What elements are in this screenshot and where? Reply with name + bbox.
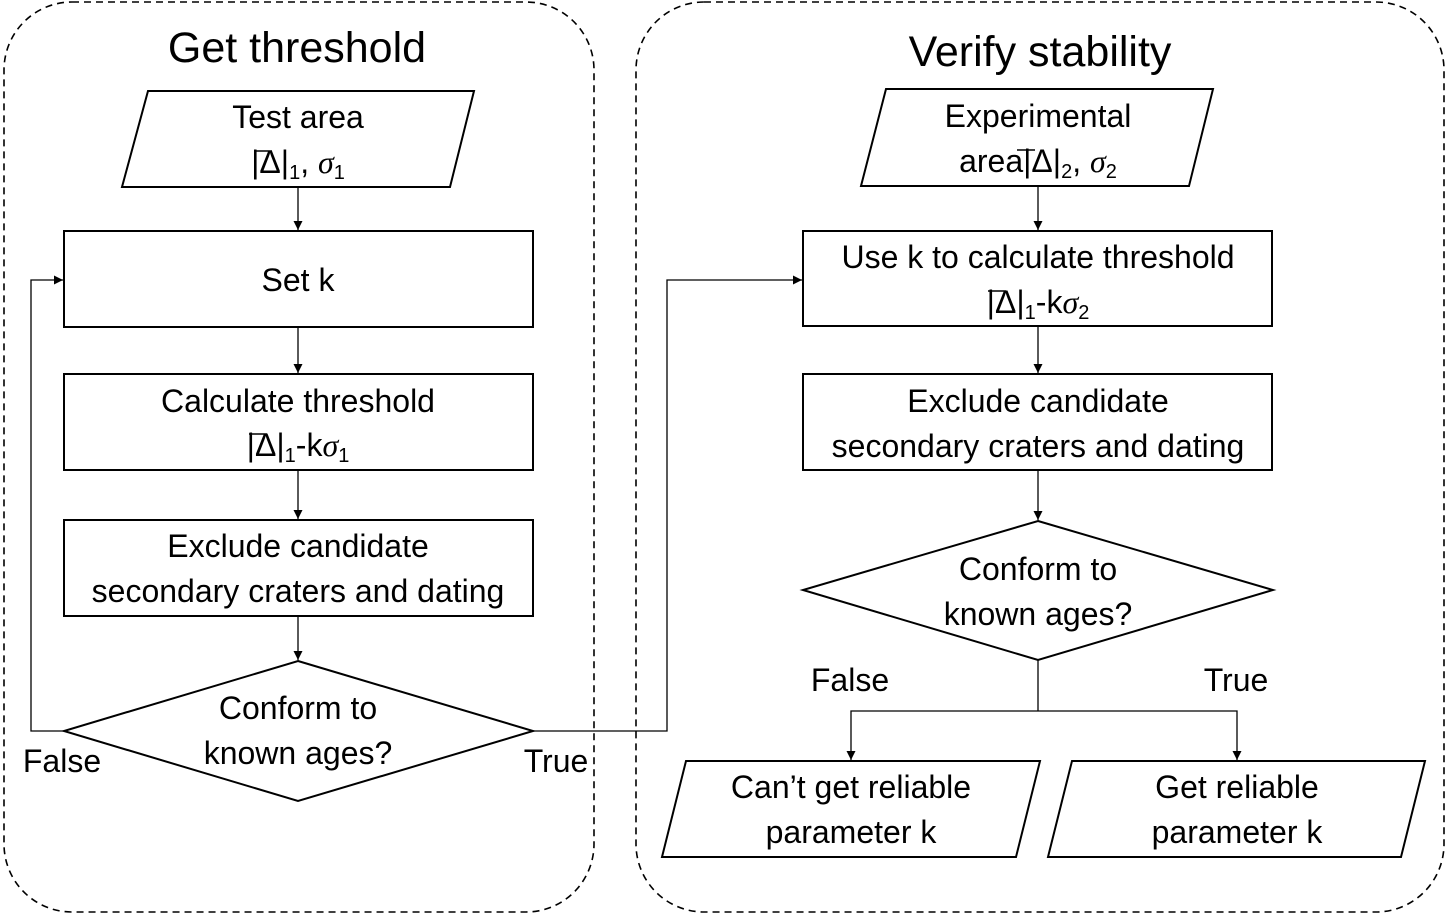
test-area-formula: |Δ|1, σ1 [251,144,345,184]
exclude-right-line1: Exclude candidate [907,383,1169,419]
exclude-left-line1: Exclude candidate [167,528,429,564]
reliable-line1: Get reliable [1155,769,1319,805]
exclude-right-line2: secondary craters and dating [832,428,1245,464]
experimental-area-input [859,88,1215,187]
experimental-area-formula: area|Δ|2, σ2 [959,143,1117,183]
decision-right-line2: known ages? [944,596,1133,632]
experimental-area-label: Experimental [945,98,1132,134]
edge-true-to-verify [533,275,802,732]
get-threshold-group [3,1,595,913]
use-k-label: Use k to calculate threshold [841,239,1234,275]
test-area-input [120,90,476,188]
reliable-line2: parameter k [1152,814,1324,850]
conform-decision-left [60,659,537,803]
reliable-output [1046,760,1427,858]
calculate-threshold-formula: |Δ|1-kσ1 [247,427,350,467]
calculate-threshold-process [63,373,534,471]
unreliable-output [660,760,1042,858]
set-k-label: Set k [262,262,336,298]
edge-false-loop [30,275,64,732]
use-k-formula: |Δ|1-kσ2 [987,284,1090,324]
edge-false-branch [846,710,1038,760]
exclude-left-line2: secondary craters and dating [92,573,505,609]
decision-left-line1: Conform to [219,690,377,726]
test-area-label: Test area [232,99,364,135]
true-label-right: True [1204,662,1269,698]
calculate-threshold-label: Calculate threshold [161,383,435,419]
decision-left-line2: known ages? [204,735,393,771]
false-label-left: False [23,743,101,779]
decision-right-line1: Conform to [959,551,1117,587]
true-label-left: True [524,743,589,779]
unreliable-line2: parameter k [766,814,938,850]
verify-stability-group [635,1,1445,913]
conform-decision-right [799,519,1277,662]
false-label-right: False [811,662,889,698]
set-k-process [63,230,534,328]
unreliable-line1: Can’t get reliable [731,769,971,805]
get-threshold-title: Get threshold [168,24,426,72]
verify-stability-title: Verify stability [909,28,1172,76]
edge-true-branch [1038,710,1242,760]
